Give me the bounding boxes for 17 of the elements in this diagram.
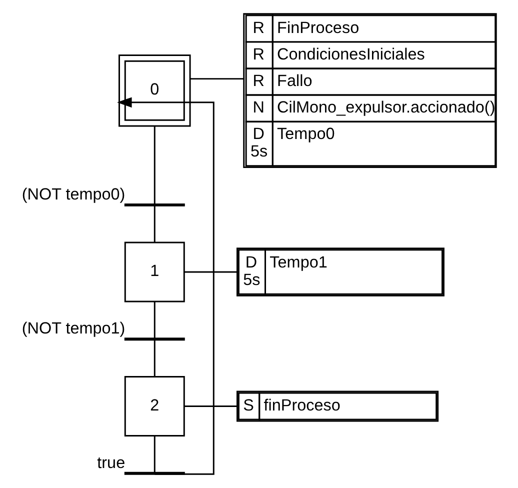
connector [154, 302, 156, 338]
connector [154, 126, 156, 204]
node-bar [124, 203, 185, 206]
connector [190, 78, 244, 80]
connector [184, 271, 238, 273]
node-label: (NOT tempo1) [22, 320, 126, 338]
node-bar [124, 472, 185, 475]
connector [184, 406, 237, 407]
node-bar [124, 338, 185, 341]
node-label: (NOT tempo0) [22, 185, 126, 204]
connector [154, 436, 156, 472]
node-box: 0 [118, 54, 191, 127]
node-box: 2 [124, 376, 185, 436]
connector [154, 340, 156, 377]
node-box: 1 [124, 242, 185, 302]
connector [154, 206, 156, 242]
node-label: true [97, 454, 126, 472]
